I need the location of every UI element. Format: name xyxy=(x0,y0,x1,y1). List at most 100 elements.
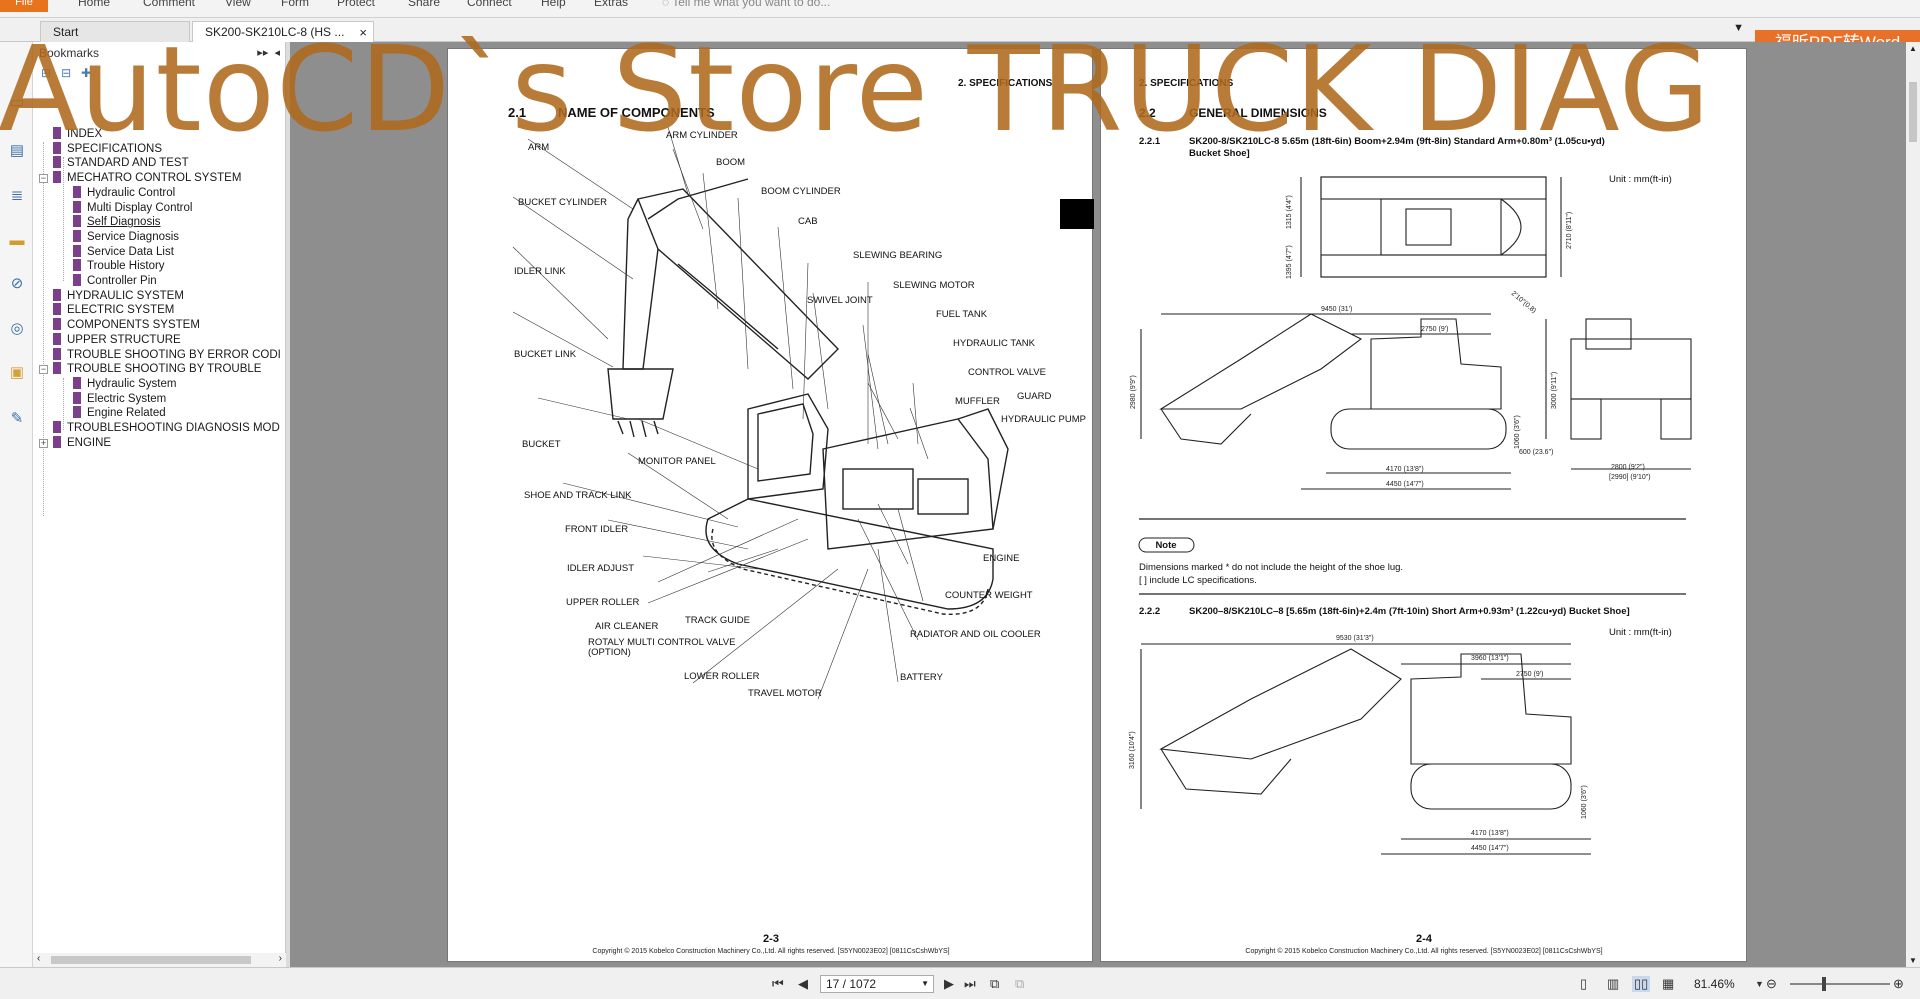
scrollbar-thumb[interactable] xyxy=(1909,82,1917,142)
bookmark-item[interactable]: TROUBLESHOOTING DIAGNOSIS MOD xyxy=(53,419,280,437)
label-bucket: BUCKET xyxy=(522,439,561,450)
lightbulb-icon: ◌ xyxy=(662,0,673,9)
scroll-down-icon[interactable]: ▼ xyxy=(1909,956,1917,965)
page-number-input[interactable]: 17 / 1072▼ xyxy=(820,975,934,993)
zoom-out-icon[interactable]: ⊖ xyxy=(1766,976,1777,991)
menu-view[interactable]: View xyxy=(225,0,251,9)
bookmark-item[interactable]: INDEX xyxy=(53,125,102,143)
bookmarks-header: Bookmarks ▸▸ ◂ xyxy=(33,42,286,64)
collapse-toggle-icon[interactable]: − xyxy=(39,173,48,184)
expand-bookmark-icon[interactable]: ⊞ xyxy=(41,66,52,80)
bookmark-item[interactable]: Hydraulic System xyxy=(73,375,176,393)
top-view-drawing xyxy=(1300,176,1562,278)
dim-side-1060: 1060 (3'6") xyxy=(1514,415,1521,449)
panel-options-icon[interactable]: ▸▸ xyxy=(257,47,269,59)
bookmark-item[interactable]: Hydraulic Control xyxy=(73,184,175,202)
menu-connect[interactable]: Connect xyxy=(467,0,512,9)
label-cab: CAB xyxy=(798,216,818,227)
expand-toggle-icon[interactable]: + xyxy=(39,437,48,448)
bookmark-item[interactable]: SPECIFICATIONS xyxy=(53,140,162,158)
menu-comment[interactable]: Comment xyxy=(143,0,196,9)
menu-home[interactable]: Home xyxy=(78,0,111,9)
file-menu-button[interactable]: File xyxy=(0,0,48,12)
page-tab-marker xyxy=(1060,199,1094,229)
single-page-icon[interactable]: ▯ xyxy=(1580,976,1588,991)
last-page-icon[interactable]: ⏭ xyxy=(964,976,976,991)
bookmark-flag-icon xyxy=(73,244,81,257)
zoom-dropdown-icon[interactable]: ▼ xyxy=(1755,979,1764,989)
bookmark-item[interactable]: Electric System xyxy=(73,390,166,408)
bookmark-item[interactable]: TROUBLE SHOOTING BY TROUBLE xyxy=(53,360,261,378)
scroll-up-icon[interactable]: ▲ xyxy=(1909,44,1917,53)
menu-protect[interactable]: Protect xyxy=(337,0,376,9)
tab-document[interactable]: SK200-SK210LC-8 (HS ...× xyxy=(192,21,374,42)
bookmark-item[interactable]: HYDRAULIC SYSTEM xyxy=(53,287,184,305)
bookmark-item[interactable]: Multi Display Control xyxy=(73,199,192,217)
layers-icon[interactable]: ≣ xyxy=(10,187,24,204)
menu-share[interactable]: Share xyxy=(408,0,441,9)
bookmark-item[interactable]: MECHATRO CONTROL SYSTEM xyxy=(53,169,241,187)
page-dropdown-icon[interactable]: ▼ xyxy=(921,979,929,988)
bookmark-label: Electric System xyxy=(87,392,167,405)
zoom-slider-thumb[interactable] xyxy=(1822,977,1826,991)
dim-b-2750: 2750 (9') xyxy=(1516,671,1543,678)
arm-cylinder-line xyxy=(647,178,749,220)
collapse-toggle-icon[interactable]: − xyxy=(39,364,48,375)
boom-cylinder-line xyxy=(677,263,779,350)
bookmark-item[interactable]: Trouble History xyxy=(73,257,165,275)
scrollbar-thumb[interactable] xyxy=(51,956,251,964)
continuous-facing-icon[interactable]: ▦ xyxy=(1662,976,1675,991)
previous-view-icon[interactable]: ⧉ xyxy=(990,976,1000,991)
bookmarks-icon[interactable]: ▤ xyxy=(9,142,25,159)
continuous-page-icon[interactable]: ▥ xyxy=(1607,976,1620,991)
bookmark-flag-icon xyxy=(73,259,81,272)
next-page-icon[interactable]: ▶ xyxy=(944,976,954,991)
bookmarks-horizontal-scrollbar[interactable]: ‹ › xyxy=(33,953,286,967)
panel-splitter[interactable] xyxy=(286,42,290,967)
menu-help[interactable]: Help xyxy=(541,0,566,9)
arm-shape xyxy=(622,198,659,370)
label-slewing-motor: SLEWING MOTOR xyxy=(893,280,975,291)
menu-form[interactable]: Form xyxy=(281,0,309,9)
ribbon: File Home Comment View Form Protect Shar… xyxy=(0,0,1920,18)
scroll-right-icon[interactable]: › xyxy=(278,953,282,964)
security-lock-icon[interactable]: ▣ xyxy=(9,364,25,381)
comments-icon[interactable]: ▬ xyxy=(9,232,25,249)
next-view-icon[interactable]: ⧉ xyxy=(1015,976,1025,991)
close-tab-icon[interactable]: × xyxy=(359,25,367,40)
bookmark-item[interactable]: STANDARD AND TEST xyxy=(53,154,189,172)
label-arm: ARM xyxy=(528,142,549,153)
signature-icon[interactable]: ◎ xyxy=(10,320,24,337)
tools-icon[interactable]: ✎ xyxy=(10,410,24,427)
zoom-level[interactable]: 81.46% xyxy=(1694,977,1735,991)
tab-list-dropdown-icon[interactable]: ▼ xyxy=(1733,22,1744,34)
bookmark-item[interactable]: UPPER STRUCTURE xyxy=(53,331,181,349)
bookmark-item[interactable]: ENGINE xyxy=(53,434,111,452)
bookmark-item[interactable]: Engine Related xyxy=(73,404,166,422)
document-viewer: 2. SPECIFICATIONS 2.1 NAME OF COMPONENTS xyxy=(290,42,1906,967)
document-vertical-scrollbar[interactable]: ▲ ▼ xyxy=(1906,42,1920,967)
bookmark-item[interactable]: COMPONENTS SYSTEM xyxy=(53,316,200,334)
bookmark-label: SPECIFICATIONS xyxy=(67,142,162,155)
bookmark-item[interactable]: Controller Pin xyxy=(73,272,157,290)
menu-extras[interactable]: Extras xyxy=(594,0,629,9)
attachment-icon[interactable]: ⊘ xyxy=(10,275,24,292)
heading-number: 2.1 xyxy=(508,105,526,120)
bookmark-item[interactable]: Service Data List xyxy=(73,243,174,261)
delete-bookmark-icon[interactable]: ⊟ xyxy=(61,66,72,80)
tell-me-search[interactable]: ◌ Tell me what you want to do... xyxy=(662,0,830,9)
bookmark-item[interactable]: Self Diagnosis xyxy=(73,213,161,231)
add-bookmark-icon[interactable]: ✚ xyxy=(81,66,92,80)
bookmark-item[interactable]: Service Diagnosis xyxy=(73,228,179,246)
previous-page-icon[interactable]: ◀ xyxy=(798,976,808,991)
tab-start[interactable]: Start xyxy=(40,21,190,42)
zoom-slider[interactable] xyxy=(1790,983,1890,985)
facing-page-icon[interactable]: ▯▯ xyxy=(1632,976,1651,992)
zoom-in-icon[interactable]: ⊕ xyxy=(1893,976,1904,991)
collapse-panel-icon[interactable]: ◂ xyxy=(274,47,280,59)
first-page-icon[interactable]: ⏮ xyxy=(772,976,784,991)
page-thumbnail-icon[interactable]: ▭ xyxy=(9,94,25,111)
bookmark-item[interactable]: ELECTRIC SYSTEM xyxy=(53,301,174,319)
scroll-left-icon[interactable]: ‹ xyxy=(37,953,41,964)
bookmark-item[interactable]: TROUBLE SHOOTING BY ERROR CODI xyxy=(53,346,281,364)
